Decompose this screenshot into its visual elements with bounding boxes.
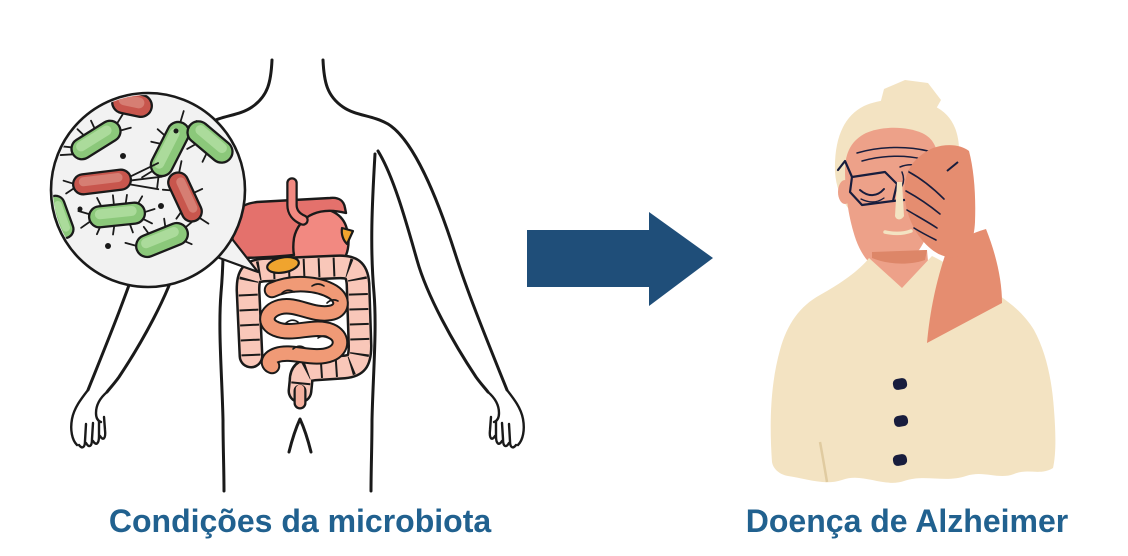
- microbe-dots: [77, 128, 179, 249]
- bacterium-green-bottom-right: [124, 217, 195, 259]
- bacterium-green-upper-left: [58, 112, 132, 161]
- glasses-right-temple: [946, 161, 959, 172]
- right-arrow-icon: [527, 212, 713, 306]
- arm-shape: [927, 229, 1002, 343]
- lower-lid-line: [860, 197, 885, 203]
- mouth-line: [883, 229, 913, 236]
- blouse-shape: [770, 256, 1056, 483]
- bacterium-red-right: [161, 160, 210, 225]
- intestine-fold-lines: [281, 283, 339, 350]
- hand-thumb-line: [94, 390, 109, 424]
- closed-eye-line: [859, 188, 885, 197]
- hand-finger-4: [98, 415, 107, 440]
- small-intestine-shape: [259, 275, 349, 375]
- nose-highlight: [895, 182, 904, 220]
- caption-alzheimer: Doença de Alzheimer: [745, 503, 1069, 539]
- finger-lines: [905, 171, 945, 241]
- esophagus-shape: [286, 177, 309, 226]
- digestive-system: [231, 177, 373, 410]
- hand-outline: [70, 388, 90, 447]
- button-dot: [892, 454, 908, 466]
- sleeve-crease-line: [818, 441, 829, 483]
- pancreas-sliver: [340, 226, 355, 246]
- bacterium-green-tall: [141, 110, 198, 189]
- button-dot: [893, 415, 909, 427]
- blouse-buttons: [892, 378, 909, 466]
- button-dot: [892, 378, 908, 390]
- caption-microbiota: Condições da microbiota: [108, 503, 492, 539]
- bacterium-green-top-right: [186, 120, 234, 164]
- microbiota-magnifier: [49, 91, 260, 289]
- hand-finger-1: [77, 422, 88, 449]
- elderly-woman-illustration: [770, 80, 1056, 483]
- crotch-line: [287, 417, 313, 454]
- neck-shadow: [872, 250, 927, 264]
- hand-finger-2: [84, 421, 95, 448]
- gallbladder-shape: [266, 256, 300, 274]
- bacterium-green-center: [77, 193, 156, 236]
- bacterium-red-left: [62, 162, 163, 196]
- hand-on-face: [904, 145, 976, 258]
